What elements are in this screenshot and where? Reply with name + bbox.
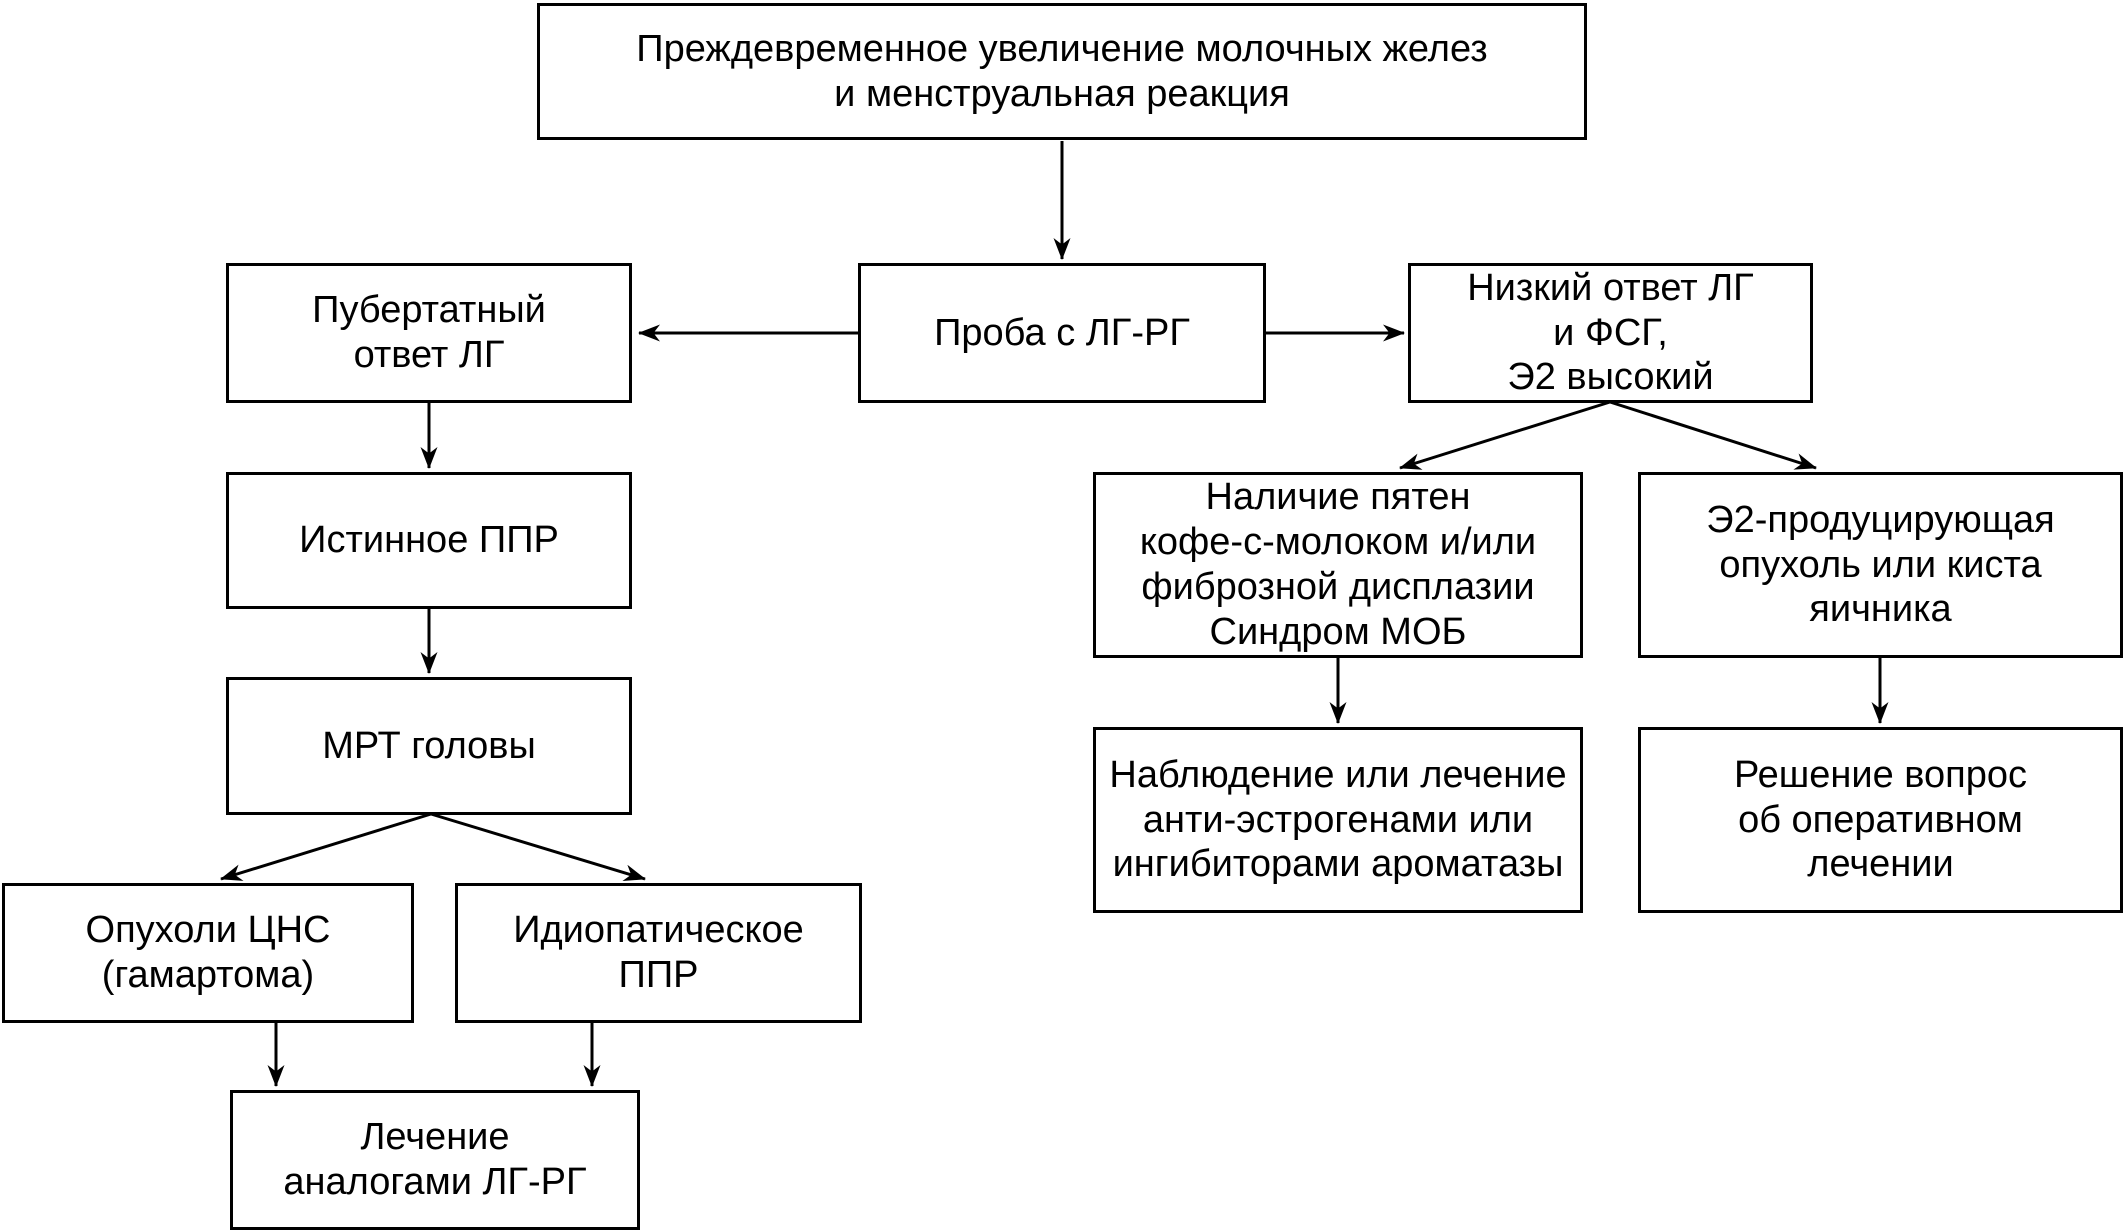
node-e2-tumor-cyst-label: Э2-продуцирующая опухоль или киста яични… — [1706, 498, 2055, 631]
node-cns-tumors-label: Опухоли ЦНС (гамартома) — [85, 909, 331, 996]
edge-low-lh-fsh-to-cafe-au-lait-mob — [1399, 400, 1611, 470]
node-cafe-au-lait-mob-label: Наличие пятен кофе-с-молоком и/или фибро… — [1139, 476, 1537, 653]
node-start: Преждевременное увеличение молочных желе… — [537, 3, 1587, 140]
node-cafe-au-lait-mob: Наличие пятен кофе-с-молоком и/или фибро… — [1093, 472, 1583, 658]
node-pubertal-lh-label: Пубертатный ответ ЛГ — [312, 289, 546, 376]
node-true-ppr: Истинное ППР — [226, 472, 632, 609]
edge-low-lh-fsh-to-e2-tumor-cyst — [1609, 400, 1817, 470]
node-idiopathic-ppr: Идиопатическое ППР — [455, 883, 862, 1023]
node-lhrh-analog-treatment-label: Лечение аналогами ЛГ-РГ — [283, 1116, 587, 1203]
node-observation-antiestrogens: Наблюдение или лечение анти-эстрогенами … — [1093, 727, 1583, 913]
node-low-lh-fsh-high-e2: Низкий ответ ЛГ и ФСГ, Э2 высокий — [1408, 263, 1813, 403]
node-pubertal-lh: Пубертатный ответ ЛГ — [226, 263, 632, 403]
node-surgical-decision: Решение вопрос об оперативном лечении — [1638, 727, 2123, 913]
node-low-lh-fsh-high-e2-label: Низкий ответ ЛГ и ФСГ, Э2 высокий — [1467, 266, 1754, 399]
node-e2-tumor-cyst: Э2-продуцирующая опухоль или киста яични… — [1638, 472, 2123, 658]
node-start-label: Преждевременное увеличение молочных желе… — [636, 27, 1488, 115]
node-lhrh-analog-treatment: Лечение аналогами ЛГ-РГ — [230, 1090, 640, 1230]
node-observation-antiestrogens-label: Наблюдение или лечение анти-эстрогенами … — [1109, 753, 1567, 886]
node-true-ppr-label: Истинное ППР — [299, 519, 559, 562]
edge-brain-mri-to-cns-tumors — [220, 812, 432, 881]
node-idiopathic-ppr-label: Идиопатическое ППР — [513, 909, 804, 996]
node-lhrh-test: Проба с ЛГ-РГ — [858, 263, 1266, 403]
node-brain-mri-label: МРТ головы — [322, 724, 536, 767]
node-cns-tumors: Опухоли ЦНС (гамартома) — [2, 883, 414, 1023]
node-brain-mri: МРТ головы — [226, 677, 632, 815]
node-lhrh-test-label: Проба с ЛГ-РГ — [934, 311, 1190, 354]
node-surgical-decision-label: Решение вопрос об оперативном лечении — [1733, 753, 2028, 886]
edge-brain-mri-to-idiopathic-ppr — [430, 812, 646, 882]
